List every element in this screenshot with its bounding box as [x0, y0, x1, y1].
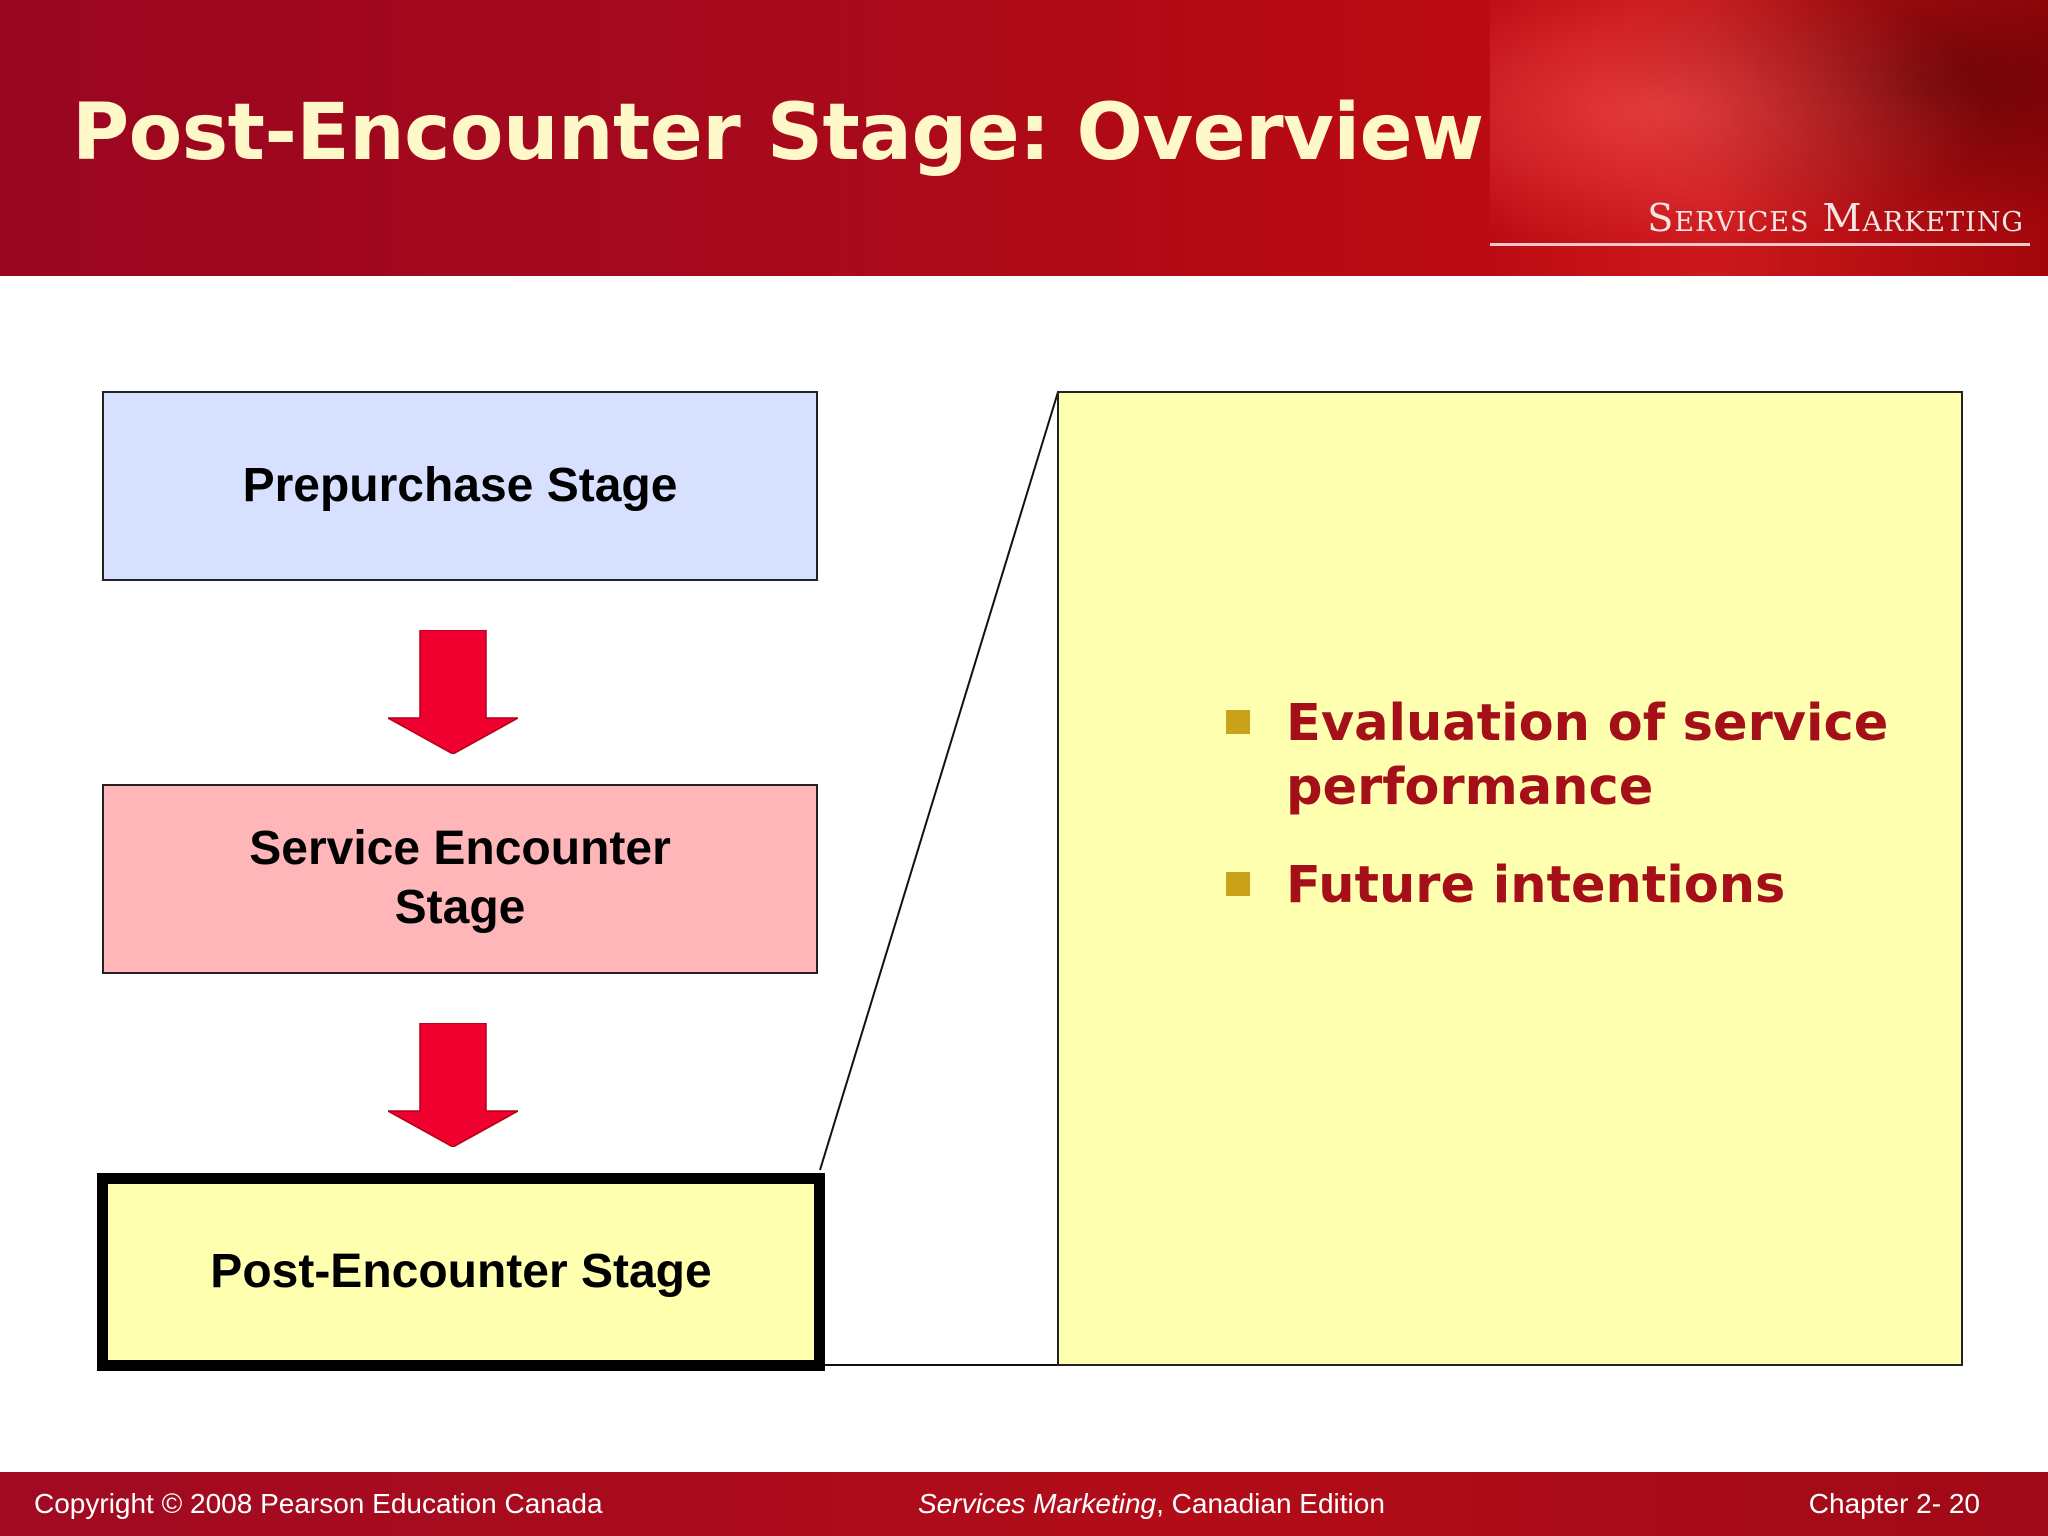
down-arrow-icon: [388, 1023, 518, 1147]
stage-label: Prepurchase Stage: [242, 458, 678, 512]
slide-header: Post-Encounter Stage: Overview Services …: [0, 0, 2048, 276]
header-divider-line: [1490, 243, 2030, 246]
stage-label-line: Service Encounter: [249, 822, 671, 876]
bullet-item: Evaluation of service performance: [1226, 692, 1926, 820]
bullet-item: Future intentions: [1226, 854, 1926, 918]
detail-bullet-list: Evaluation of service performance Future…: [1226, 692, 1926, 952]
bullet-text-line: performance: [1286, 758, 1654, 817]
stage-label-line: Stage: [394, 881, 526, 934]
footer-book-title-rest: , Canadian Edition: [1156, 1488, 1385, 1519]
footer-book-title: Services Marketing, Canadian Edition: [918, 1488, 1385, 1520]
footer-copyright: Copyright © 2008 Pearson Education Canad…: [34, 1488, 603, 1519]
stage-box-service-encounter: Service Encounter Stage: [102, 784, 818, 974]
square-bullet-icon: [1226, 710, 1250, 734]
footer-book-title-italic: Services Marketing: [918, 1488, 1157, 1519]
stage-box-prepurchase: Prepurchase Stage: [102, 391, 818, 581]
stage-detail-panel: [1057, 391, 1963, 1366]
slide-title: Post-Encounter Stage: Overview: [72, 88, 1484, 178]
footer-chapter: Chapter 2- 20: [1808, 1488, 1980, 1519]
stage-label: Post-Encounter Stage: [210, 1244, 712, 1298]
header-photo-image: [1490, 0, 2048, 276]
stage-box-post-encounter: Post-Encounter Stage: [97, 1173, 825, 1371]
slide-footer: Copyright © 2008 Pearson Education Canad…: [0, 1472, 2048, 1536]
bullet-text-line: Future intentions: [1286, 856, 1786, 915]
square-bullet-icon: [1226, 872, 1250, 896]
bullet-text-line: Evaluation of service: [1286, 694, 1889, 753]
brand-wordmark: Services Marketing: [1647, 196, 2024, 240]
down-arrow-icon: [388, 630, 518, 754]
